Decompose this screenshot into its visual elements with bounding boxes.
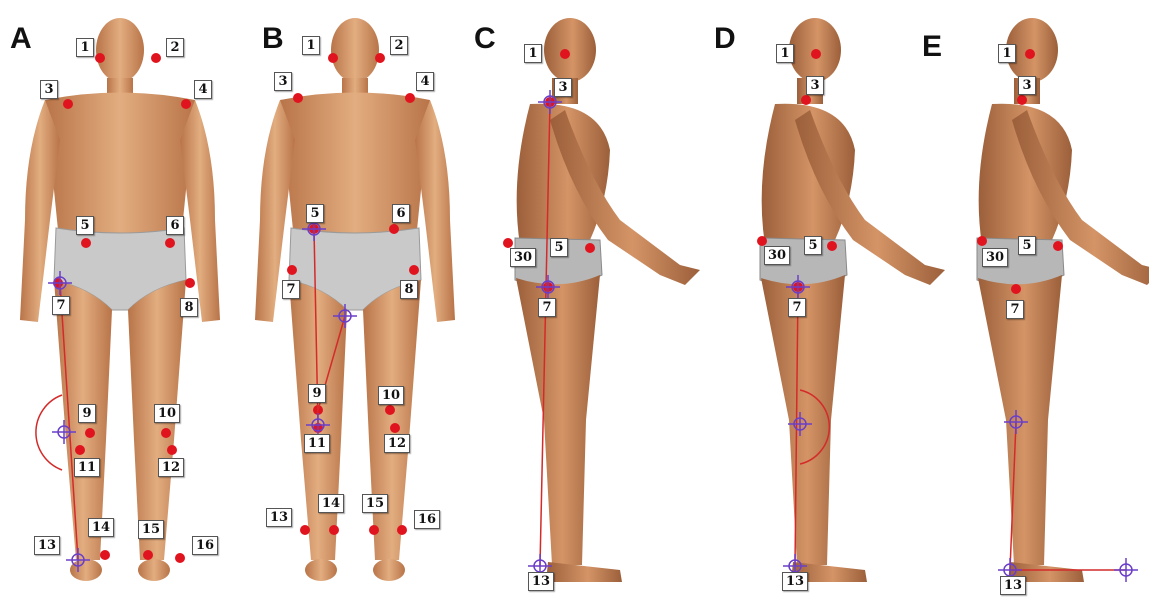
landmark-label: 13 bbox=[1000, 576, 1026, 595]
landmark-label: 1 bbox=[776, 44, 794, 63]
landmark-label: 7 bbox=[788, 298, 806, 317]
landmark-label: 3 bbox=[1018, 76, 1036, 95]
landmark-label: 13 bbox=[34, 536, 60, 555]
landmark-label: 14 bbox=[88, 518, 114, 537]
landmark-label: 2 bbox=[166, 38, 184, 57]
landmark-label: 7 bbox=[52, 296, 70, 315]
landmark-label: 5 bbox=[1018, 236, 1036, 255]
landmark-label: 5 bbox=[550, 238, 568, 257]
landmark-label: 7 bbox=[282, 280, 300, 299]
landmark-label: 5 bbox=[804, 236, 822, 255]
landmark-label: 4 bbox=[194, 80, 212, 99]
landmark-label: 14 bbox=[318, 494, 344, 513]
landmark-label: 2 bbox=[390, 36, 408, 55]
landmark-label: 15 bbox=[362, 494, 388, 513]
landmark-label: 30 bbox=[982, 248, 1008, 267]
panel-c-body bbox=[503, 18, 700, 582]
landmark-label: 3 bbox=[554, 78, 572, 97]
landmark-label: 7 bbox=[1006, 300, 1024, 319]
landmark-label: 8 bbox=[400, 280, 418, 299]
landmark-label: 16 bbox=[414, 510, 440, 529]
panel-label-e: E bbox=[922, 30, 942, 64]
landmark-label: 5 bbox=[306, 204, 324, 223]
landmark-label: 13 bbox=[266, 508, 292, 527]
landmark-label: 8 bbox=[180, 298, 198, 317]
panel-label-a: A bbox=[10, 22, 32, 56]
landmark-label: 12 bbox=[384, 434, 410, 453]
landmark-label: 6 bbox=[392, 204, 410, 223]
landmark-label: 7 bbox=[538, 298, 556, 317]
landmark-label: 3 bbox=[274, 72, 292, 91]
panel-e-body bbox=[977, 18, 1149, 582]
landmark-label: 10 bbox=[154, 404, 180, 423]
landmark-label: 11 bbox=[304, 434, 330, 453]
landmark-label: 10 bbox=[378, 386, 404, 405]
landmark-label: 9 bbox=[308, 384, 326, 403]
landmark-label: 6 bbox=[166, 216, 184, 235]
landmark-label: 1 bbox=[302, 36, 320, 55]
panel-d-body bbox=[757, 18, 945, 582]
landmark-label: 11 bbox=[74, 458, 100, 477]
landmark-label: 5 bbox=[76, 216, 94, 235]
panel-b-body bbox=[255, 18, 455, 581]
landmark-label: 16 bbox=[192, 536, 218, 555]
landmark-label: 4 bbox=[416, 72, 434, 91]
landmark-label: 13 bbox=[782, 572, 808, 591]
landmark-label: 3 bbox=[806, 76, 824, 95]
landmark-label: 13 bbox=[528, 572, 554, 591]
landmark-label: 1 bbox=[76, 38, 94, 57]
landmark-label: 30 bbox=[764, 246, 790, 265]
panel-label-d: D bbox=[714, 22, 736, 56]
landmark-label: 15 bbox=[138, 520, 164, 539]
panel-label-c: C bbox=[474, 22, 496, 56]
landmark-label: 3 bbox=[40, 80, 58, 99]
panel-label-b: B bbox=[262, 22, 284, 56]
landmark-label: 9 bbox=[78, 404, 96, 423]
landmark-label: 1 bbox=[998, 44, 1016, 63]
landmark-label: 12 bbox=[158, 458, 184, 477]
landmark-label: 1 bbox=[524, 44, 542, 63]
landmark-label: 30 bbox=[510, 248, 536, 267]
